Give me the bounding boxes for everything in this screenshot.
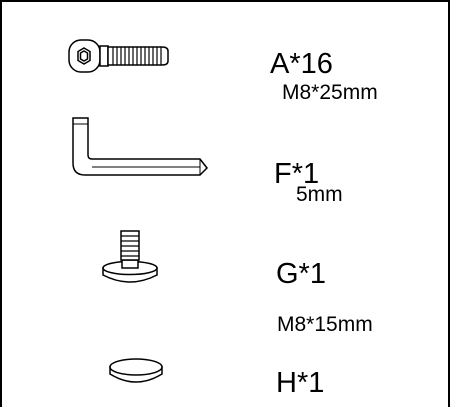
part-h-label: H*1	[276, 367, 325, 399]
hex-key-icon	[72, 117, 208, 176]
leveling-foot-icon	[102, 230, 158, 283]
part-a-spec: M8*25mm	[282, 81, 378, 104]
part-f-label: F*1	[274, 158, 320, 190]
part-g-spec: M8*15mm	[277, 313, 373, 336]
part-f-spec: 5mm	[296, 183, 343, 206]
part-g-label: G*1	[276, 258, 326, 290]
socket-screw-icon	[68, 39, 169, 73]
felt-pad-icon	[109, 358, 163, 383]
part-a-label: A*16	[270, 48, 333, 80]
